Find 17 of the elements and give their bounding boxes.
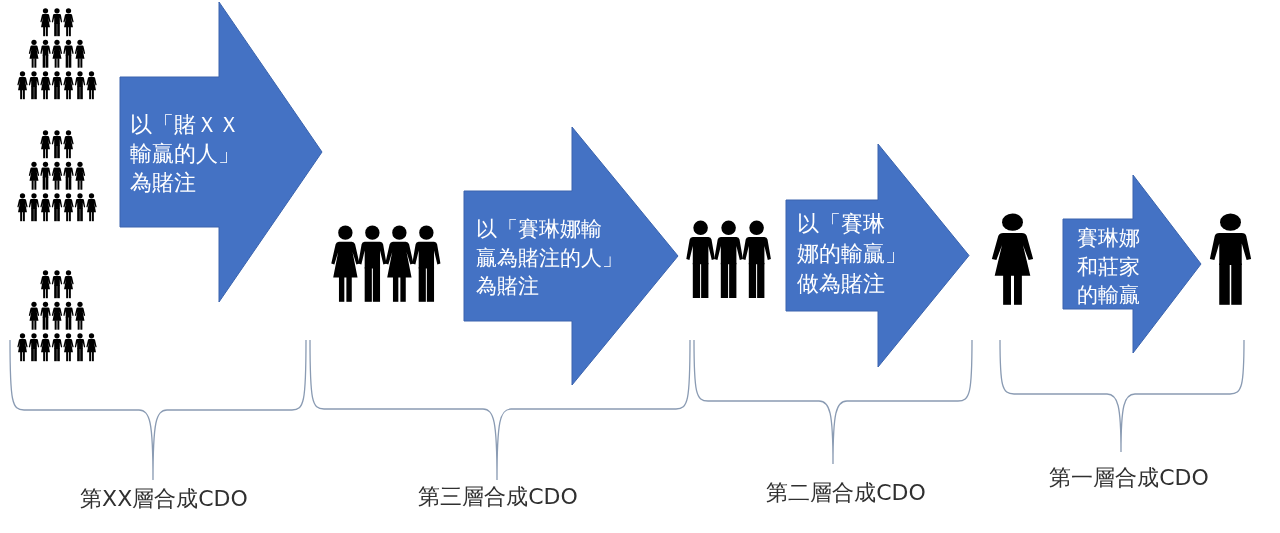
- edge-label: 賽琳娜和莊家的輸贏: [1077, 225, 1140, 309]
- brace-label: 第二層合成CDO: [766, 479, 926, 507]
- block-arrow: [463, 126, 679, 386]
- people-group-icon: [685, 220, 773, 298]
- edge-label: 以「賽琳娜輸贏為賭注的人」為賭注: [476, 216, 623, 300]
- brace-label: 第三層合成CDO: [418, 483, 578, 511]
- man-icon: [1208, 213, 1253, 305]
- people-group-icon: [330, 225, 442, 302]
- edge-label: 以「賽琳娜的輸贏」做為賭注: [797, 210, 907, 298]
- block-arrow: [119, 1, 323, 303]
- crowd-icon: [15, 8, 99, 362]
- block-arrow: [1062, 174, 1202, 354]
- brace-label: 第一層合成CDO: [1049, 464, 1209, 492]
- woman-icon: [990, 213, 1035, 305]
- brace-label: 第XX層合成CDO: [80, 485, 248, 513]
- block-arrow: [785, 143, 970, 368]
- edge-label: 以「賭ＸＸ輸贏的人」為賭注: [130, 111, 240, 197]
